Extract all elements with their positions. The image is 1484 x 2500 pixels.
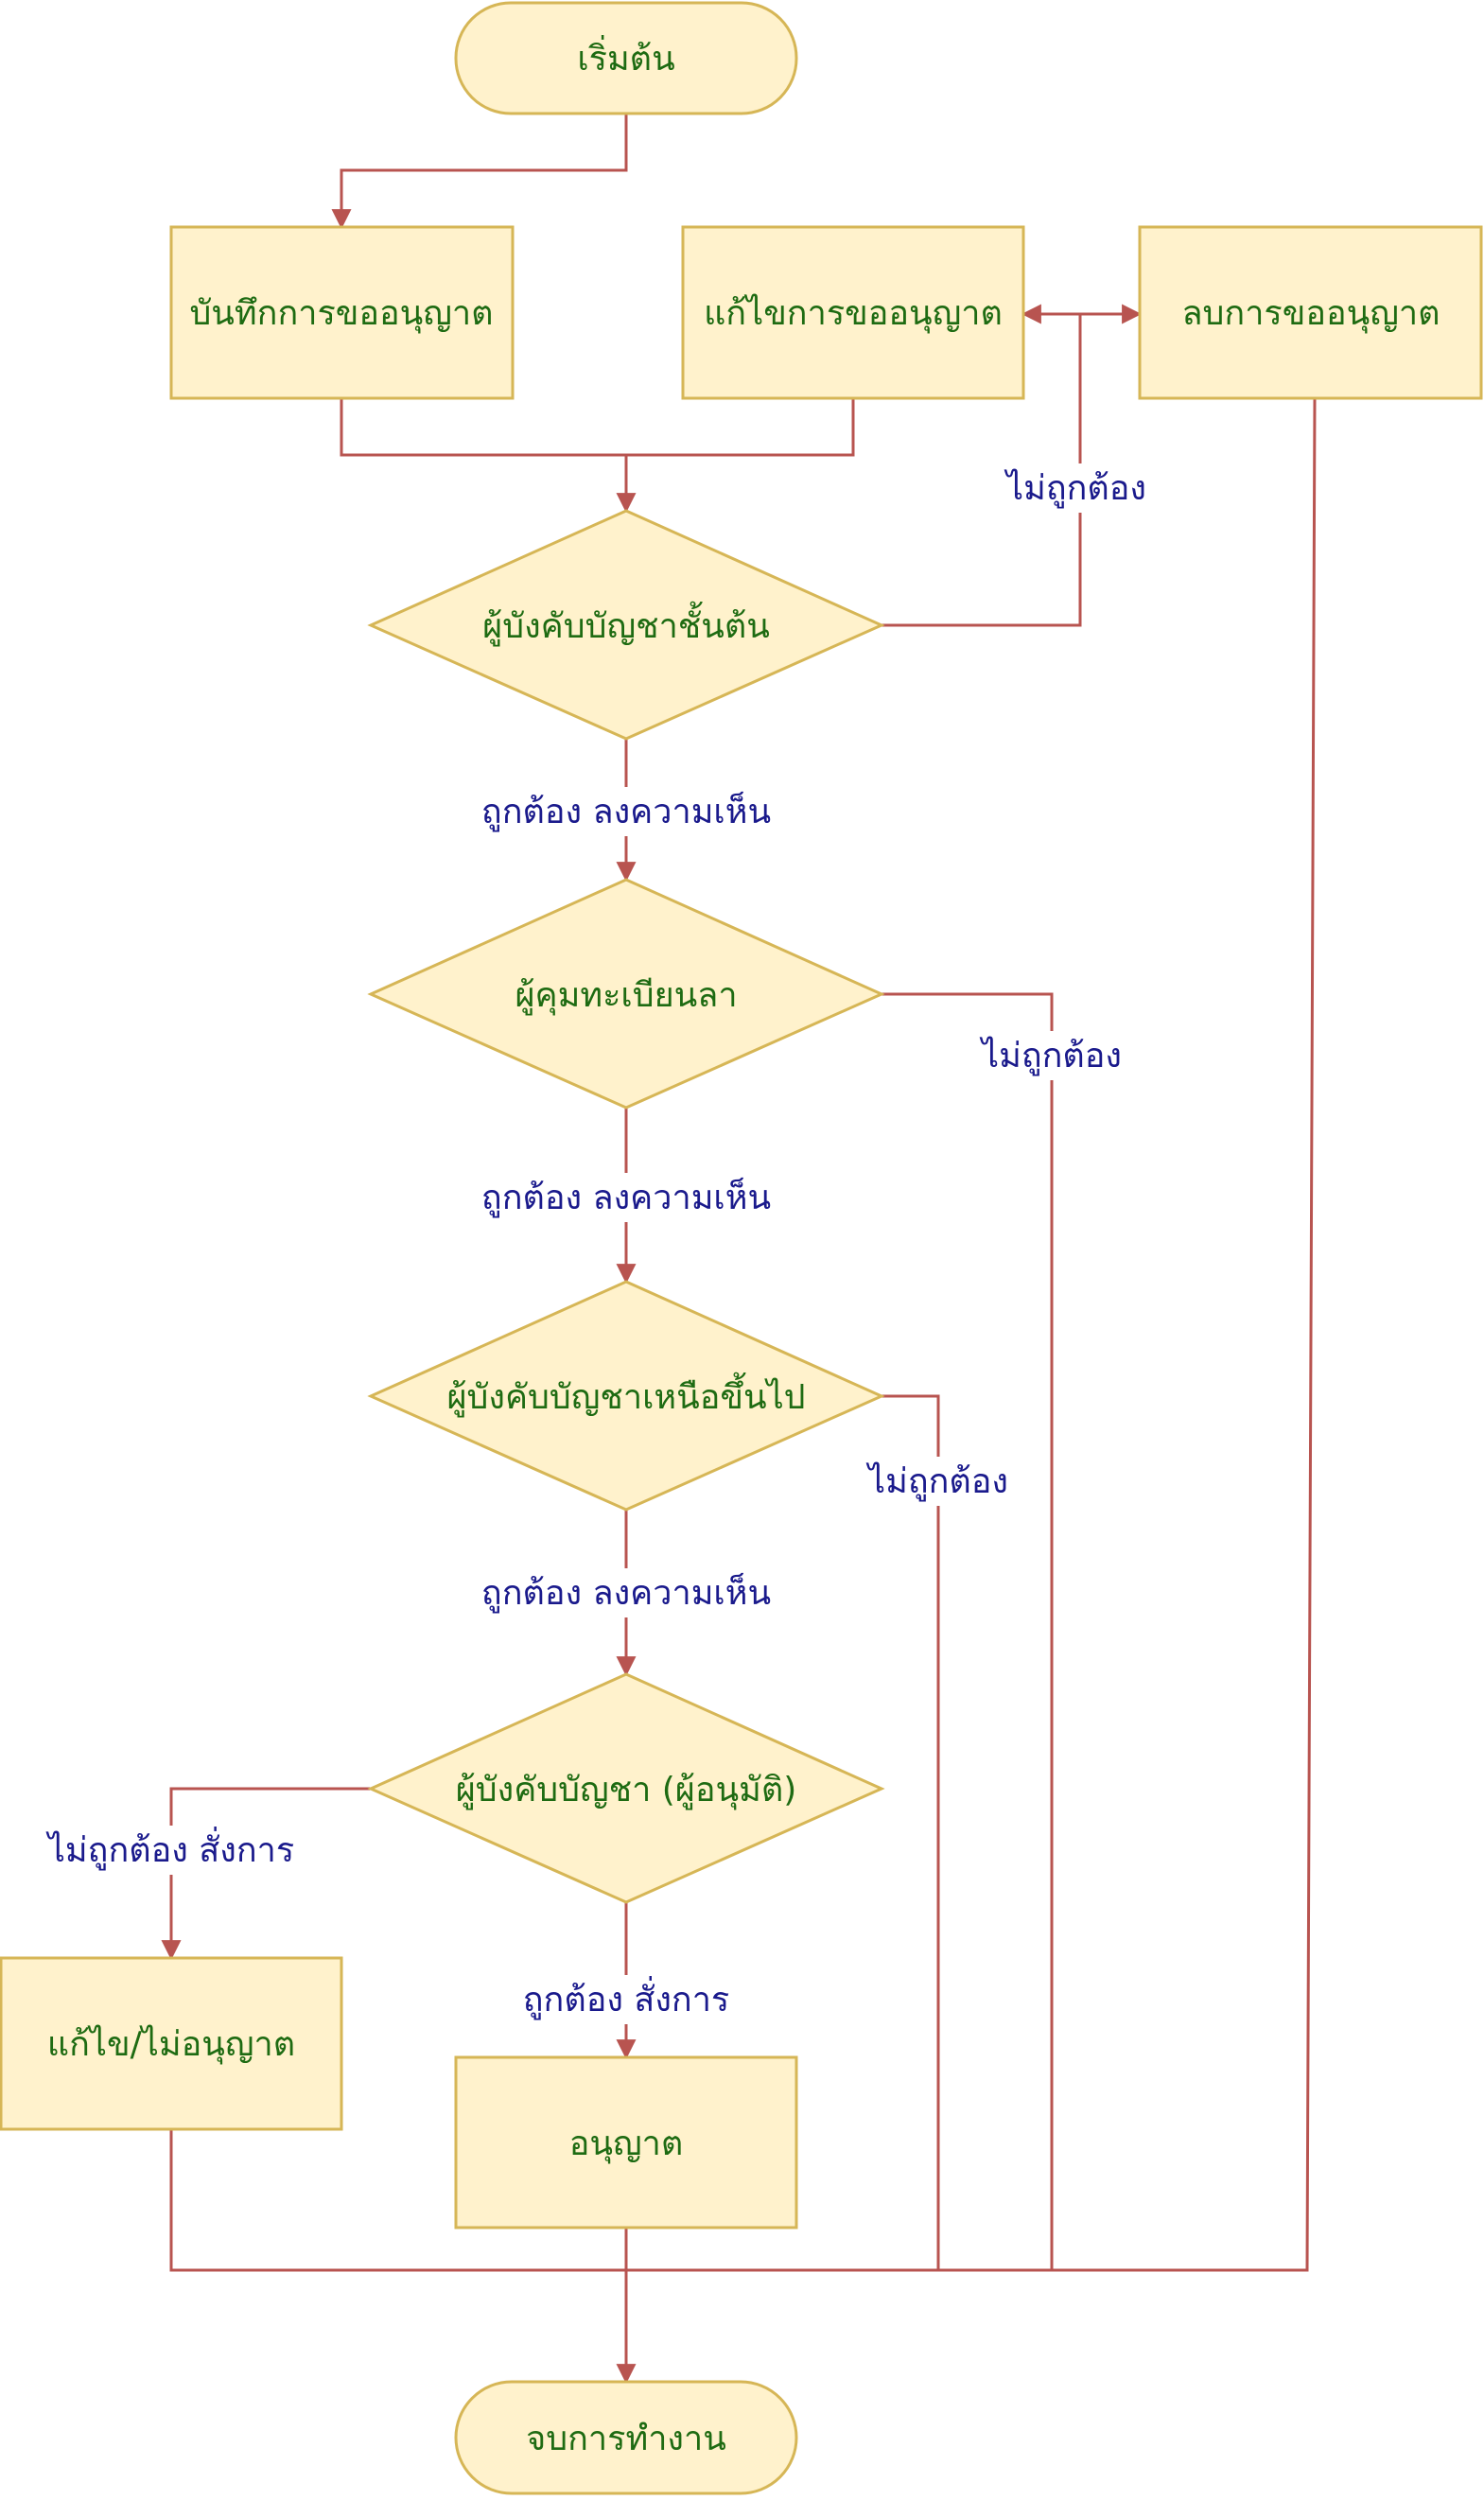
- edge-edit-to-supervisor: [626, 398, 855, 457]
- senior-supervisor-decision: [367, 1280, 885, 1512]
- edit-request-label: แก้ไขการขออนุญาต: [704, 293, 1003, 334]
- edge-record-to-supervisor: [340, 398, 637, 514]
- delete-request-box: [1138, 225, 1483, 400]
- edge-revise-merge: [169, 2129, 626, 2272]
- edge-start-to-record: [331, 114, 628, 230]
- edge-label-senior-no: ไม่ถูกต้อง: [865, 1461, 1008, 1502]
- leave-registrar-decision: [367, 878, 885, 1110]
- revise-reject-label: แก้ไข/ไม่อนุญาต: [47, 2024, 295, 2065]
- edge-delete-merge: [626, 397, 1317, 2272]
- leave-registrar-label: ผู้คุมทะเบียนลา: [515, 976, 737, 1016]
- edit-request-box: [681, 225, 1025, 400]
- edge-label-registrar-yes: ถูกต้อง ลงความเห็น: [481, 1176, 771, 1218]
- end-terminal: [454, 2380, 798, 2495]
- record-request-box: [169, 225, 515, 400]
- start-label: เริ่มต้น: [577, 35, 674, 79]
- record-request-label: บันทึกการขออนุญาต: [189, 294, 493, 334]
- edge-label-approver-no: ไม่ถูกต้อง สั่งการ: [45, 1827, 294, 1871]
- supervisor-label: ผู้บังคับบัญชาชั้นต้น: [482, 601, 770, 647]
- approve-label: อนุญาต: [569, 2124, 684, 2164]
- revise-reject-box: [0, 1956, 343, 2131]
- edge-label-approver-yes: ถูกต้อง สั่งการ: [523, 1976, 730, 2020]
- edge-label-supervisor-yes: ถูกต้อง ลงความเห็น: [481, 790, 771, 832]
- start-terminal: [454, 1, 798, 115]
- approve-box: [454, 2055, 798, 2229]
- edge-registrar-no: [882, 992, 1054, 2270]
- supervisor-decision: [367, 509, 885, 741]
- delete-request-label: ลบการขออนุญาต: [1182, 294, 1440, 334]
- approver-decision: [367, 1672, 885, 1904]
- edge-label-registrar-no: ไม่ถูกต้อง: [979, 1036, 1122, 1076]
- edge-label-supervisor-no: ไม่ถูกต้อง: [1004, 468, 1146, 509]
- edge-approver-no-to-revise: [161, 1787, 371, 1961]
- end-label: จบการทำงาน: [526, 2420, 726, 2458]
- senior-supervisor-label: ผู้บังคับบัญชาเหนือขึ้นไป: [446, 1372, 805, 1418]
- edge-label-senior-yes: ถูกต้อง ลงความเห็น: [481, 1571, 771, 1614]
- edge-senior-no: [882, 1394, 940, 2270]
- approver-label: ผู้บังคับบัญชา (ผู้อนุมัติ): [456, 1771, 797, 1810]
